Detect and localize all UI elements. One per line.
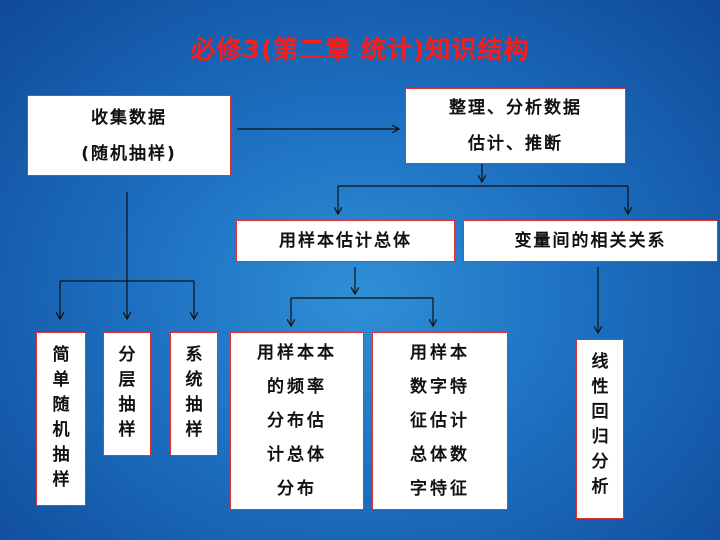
numeric-features-line: 总体数 [410,445,470,465]
regression-label: 线 性 回 归 分 析 [591,352,609,497]
systematic-sampling-box: 系 统 抽 样 [170,332,218,456]
collect-data-box: 收集数据 (随机抽样) [27,95,231,176]
freq-distribution-line: 计总体 [267,445,327,465]
slide-title: 必修3(第二章 统计)知识结构 [190,35,530,64]
random-sampling-label: (随机抽样) [81,143,177,164]
stratified-sampling-box: 分 层 抽 样 [103,332,151,456]
freq-distribution-line: 用样本本 [257,343,337,363]
numeric-features-line: 用样本 [410,343,470,363]
freq-distribution-line: 分布估 [267,411,327,431]
estimate-infer-label: 估计、推断 [468,134,563,154]
frequency-distribution-box: 用样本本的频率分布估计总体分布 [230,332,364,510]
numeric-features-line: 字特征 [410,479,470,499]
organize-analyze-label: 整理、分析数据 [449,98,582,118]
correlation-box: 变量间的相关关系 [463,220,718,262]
collect-data-label: 收集数据 [91,107,167,128]
numeric-features-line: 数字特 [410,377,470,397]
organize-analyze-box: 整理、分析数据 估计、推断 [405,88,626,164]
numeric-features-box: 用样本数字特征估计总体数字特征 [372,332,508,510]
numeric-features-line: 征估计 [410,411,470,431]
stratified-label: 分 层 抽 样 [118,345,136,440]
systematic-label: 系 统 抽 样 [185,345,203,440]
linear-regression-box: 线 性 回 归 分 析 [576,339,624,519]
freq-distribution-line: 分布 [277,479,317,499]
estimate-total-box: 用样本估计总体 [236,220,455,262]
simple-random-label: 简 单 随 机 抽 样 [52,345,70,490]
freq-distribution-line: 的频率 [267,377,327,397]
simple-random-sampling-box: 简 单 随 机 抽 样 [36,332,86,506]
